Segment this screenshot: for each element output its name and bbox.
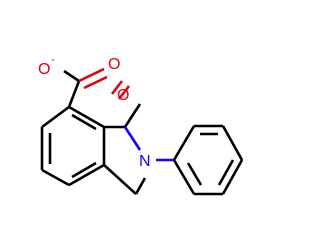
bond bbox=[134, 177, 147, 195]
bond bbox=[117, 85, 131, 100]
bond bbox=[68, 163, 105, 187]
ring-nitrogen-label: N bbox=[139, 153, 151, 170]
bond bbox=[83, 75, 108, 90]
atom-labels: O - O O N bbox=[38, 54, 151, 170]
carboxylate-oxygen-minus-label: O bbox=[38, 61, 50, 78]
negative-charge-label: - bbox=[51, 54, 55, 66]
bond bbox=[123, 126, 142, 151]
bond bbox=[71, 161, 97, 179]
bond bbox=[221, 125, 244, 161]
bond bbox=[71, 113, 97, 131]
bond bbox=[186, 162, 203, 186]
carboxylate-oxygen-label: O bbox=[108, 56, 120, 73]
bond bbox=[221, 159, 244, 195]
bond bbox=[103, 164, 137, 195]
bond bbox=[123, 103, 142, 128]
bond bbox=[78, 67, 105, 83]
bond bbox=[63, 69, 80, 83]
bond bbox=[41, 105, 70, 129]
bond bbox=[41, 168, 70, 187]
bond bbox=[172, 125, 196, 161]
bond bbox=[217, 159, 235, 186]
bond bbox=[172, 159, 196, 195]
bond bbox=[68, 105, 105, 129]
molecule-structure: O - O O N bbox=[38, 54, 244, 196]
bond bbox=[110, 80, 124, 95]
bond bbox=[67, 80, 81, 108]
carbonyl-oxygen-label: O bbox=[117, 87, 129, 104]
bond-lines bbox=[40, 67, 244, 196]
